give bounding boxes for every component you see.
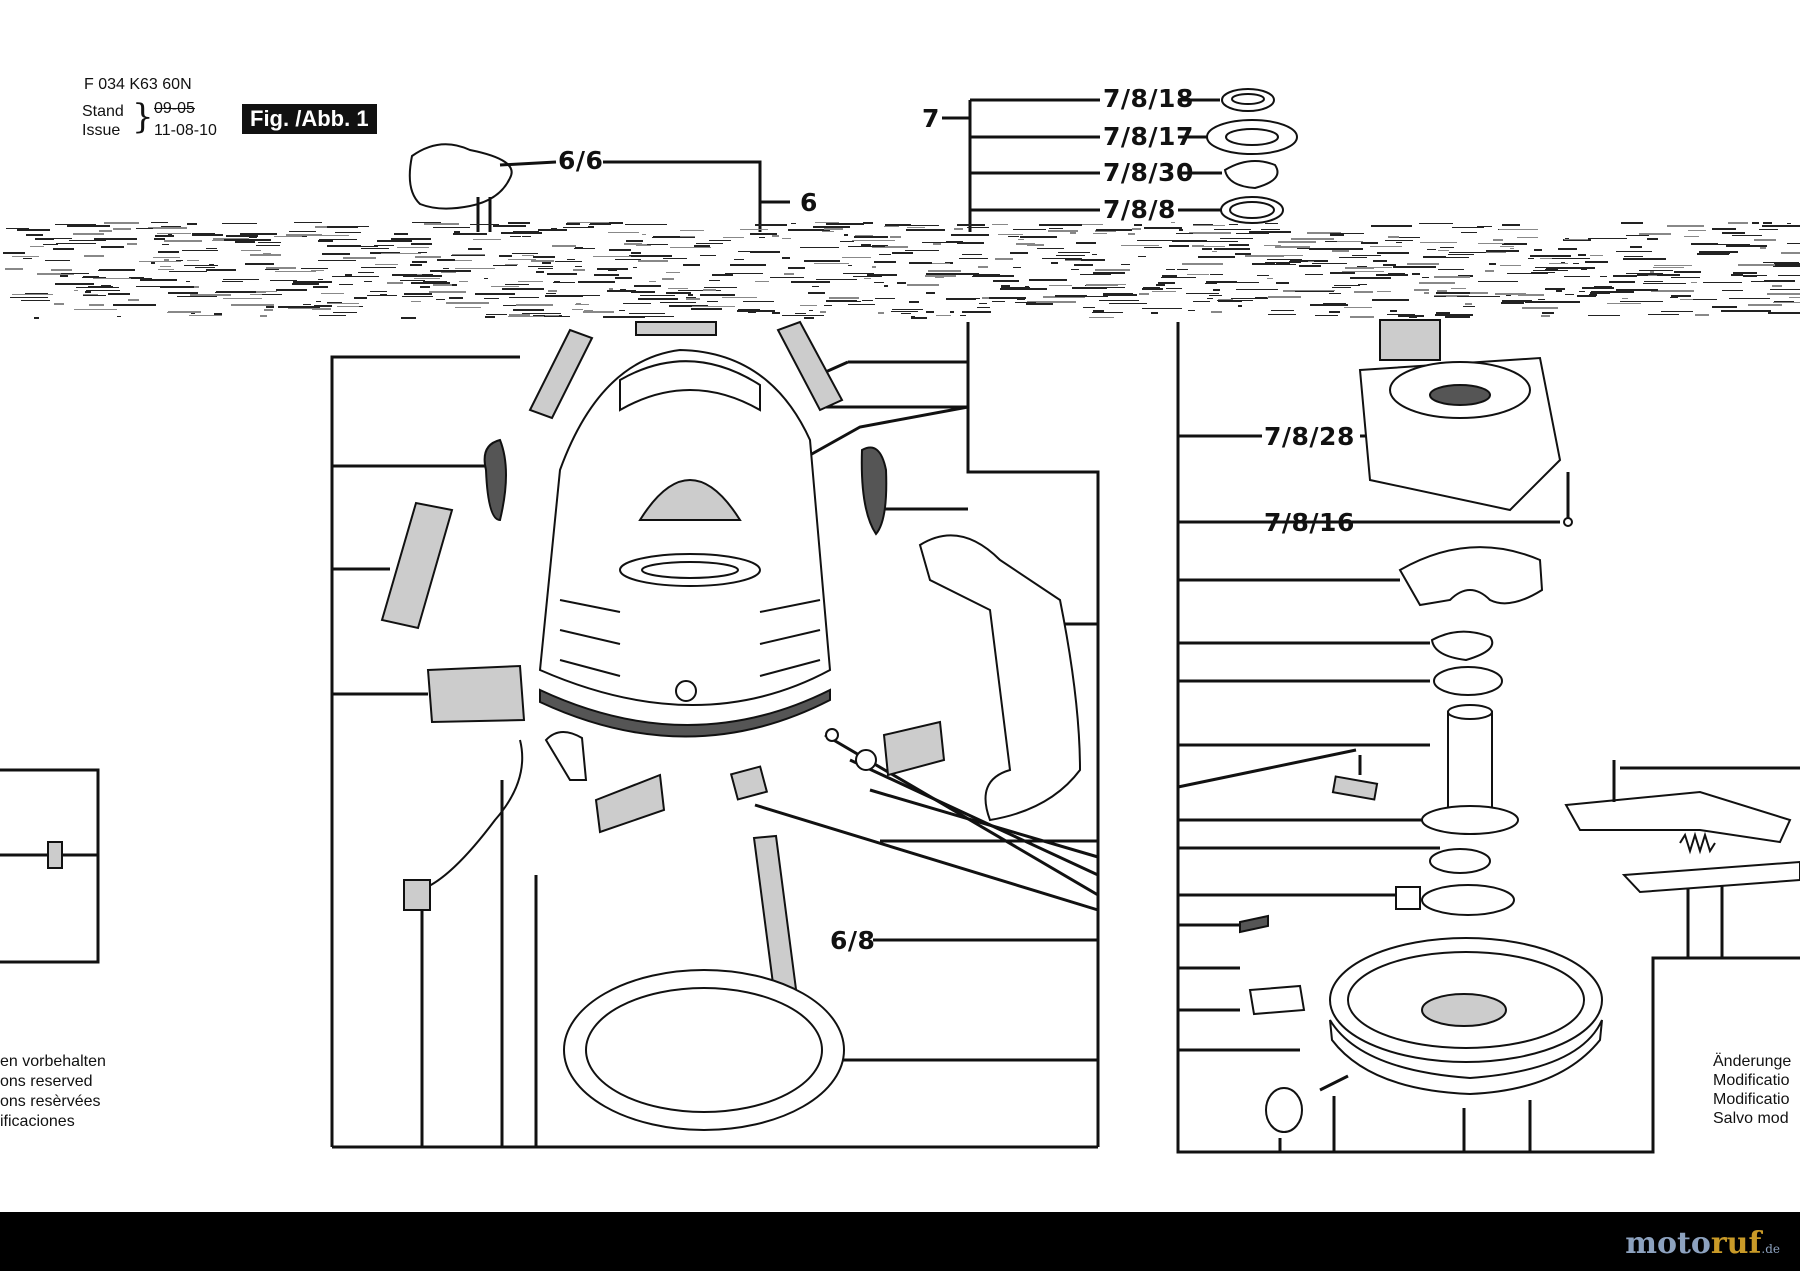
note-left-2: ons reserved bbox=[0, 1073, 93, 1090]
watermark-part2: ruf bbox=[1710, 1226, 1762, 1261]
callout-7-8-18: 7/8/18 bbox=[1103, 84, 1194, 113]
figure-label: Fig. /Abb. 1 bbox=[242, 104, 377, 134]
callout-7-8-17: 7/8/17 bbox=[1103, 122, 1194, 151]
contact-plate-right bbox=[882, 720, 946, 777]
note-right-2: Modificatio bbox=[1713, 1072, 1790, 1089]
watermark-domain: .de bbox=[1761, 1242, 1780, 1256]
housing-body bbox=[538, 348, 832, 706]
cable bbox=[419, 739, 524, 891]
connector bbox=[403, 879, 431, 911]
lens-left bbox=[483, 438, 507, 522]
note-left-3: ons resèrvées bbox=[0, 1093, 101, 1110]
spring-bracket bbox=[1564, 790, 1792, 844]
window-top-right bbox=[776, 320, 844, 412]
callout-7-8-8: 7/8/8 bbox=[1103, 195, 1176, 224]
note-right-4: Salvo mod bbox=[1713, 1110, 1789, 1127]
callout-7-8-28: 7/8/28 bbox=[1264, 422, 1355, 451]
clip-part bbox=[544, 731, 588, 781]
small-block bbox=[1395, 886, 1421, 910]
note-left-4: ificaciones bbox=[0, 1113, 75, 1130]
small-plate bbox=[1331, 775, 1379, 801]
small-pad bbox=[729, 765, 769, 801]
ring-round bbox=[1433, 666, 1503, 696]
note-right-1: Änderunge bbox=[1713, 1053, 1792, 1070]
window-left bbox=[380, 501, 454, 630]
part-6-6-cap bbox=[408, 143, 513, 210]
washer-large bbox=[1421, 884, 1515, 916]
knob bbox=[1265, 1087, 1303, 1133]
slide-piece bbox=[1248, 984, 1306, 1016]
stand-value: 09-05 bbox=[154, 100, 195, 117]
contact-plate-left bbox=[594, 773, 666, 834]
issue-label: Issue bbox=[82, 122, 121, 139]
note-left-1: en vorbehalten bbox=[0, 1053, 106, 1070]
ring-7-8-30 bbox=[1223, 160, 1279, 190]
window-top-left bbox=[528, 328, 594, 420]
part-number: F 034 K63 60N bbox=[84, 76, 192, 93]
spring bbox=[1679, 831, 1716, 855]
horseshoe-plate bbox=[1398, 546, 1544, 607]
note-right-3: Modificatio bbox=[1713, 1091, 1790, 1108]
scan-noise-band bbox=[3, 222, 1800, 319]
watermark-part1: moto bbox=[1625, 1226, 1711, 1261]
watermark-logo: motoruf.de bbox=[1625, 1226, 1780, 1261]
brace-icon: } bbox=[132, 97, 154, 137]
screw-pin bbox=[1319, 1074, 1349, 1092]
washer-small bbox=[1429, 848, 1491, 874]
footer-bar bbox=[0, 1212, 1800, 1271]
lever-part bbox=[1239, 914, 1269, 934]
center-column bbox=[1447, 711, 1493, 813]
front-window bbox=[426, 664, 526, 724]
callout-7-8-16: 7/8/16 bbox=[1264, 508, 1355, 537]
carry-handle bbox=[918, 534, 1082, 822]
callout-6-8: 6/8 bbox=[830, 926, 876, 955]
callout-6: 6 bbox=[800, 188, 818, 217]
callout-7: 7 bbox=[922, 104, 940, 133]
ring-trapezoid bbox=[1430, 630, 1494, 662]
window-top bbox=[635, 321, 717, 336]
issue-value: 11-08-10 bbox=[154, 122, 217, 139]
callout-7-8-30: 7/8/30 bbox=[1103, 158, 1194, 187]
lens-right bbox=[860, 446, 888, 536]
callout-6-6: 6/6 bbox=[558, 146, 604, 175]
stand-label: Stand bbox=[82, 103, 124, 120]
